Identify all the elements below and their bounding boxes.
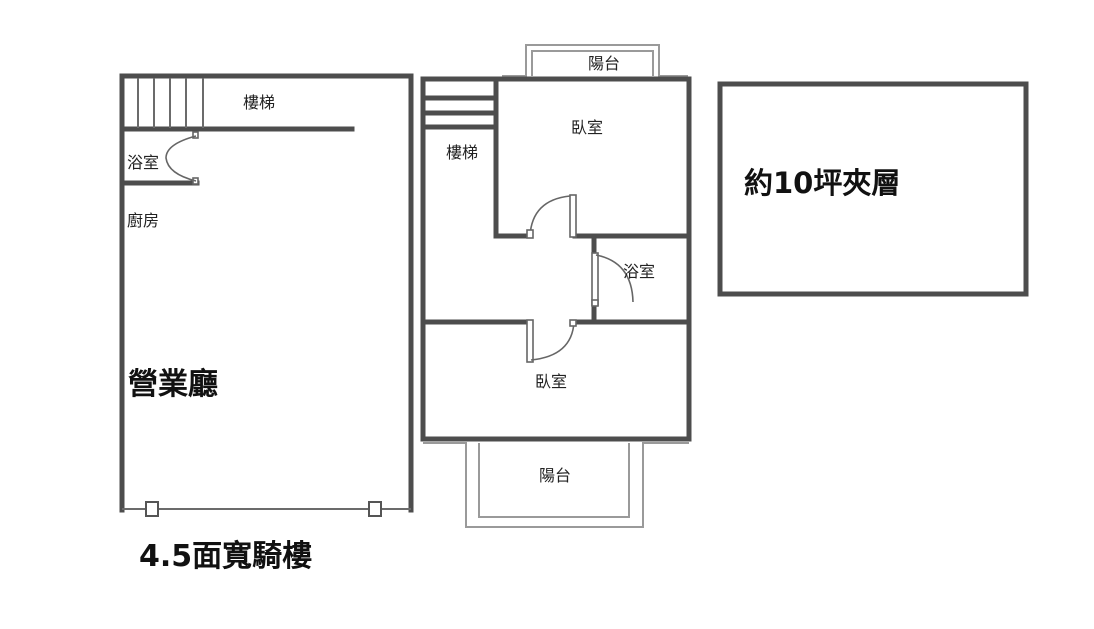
floor2-bedroom-top-wall: [493, 76, 692, 239]
floor1-stair-treads: [137, 78, 204, 128]
floor2-top-balcony-inner: [531, 50, 654, 76]
floor1-kitchen-label: 廚房: [127, 211, 159, 230]
floor2-bedroom-top-label: 臥室: [571, 118, 603, 137]
floor2-top-balcony-outline: [502, 44, 688, 77]
mezzanine-box: [717, 81, 1029, 297]
floor2-plan: [420, 44, 692, 528]
floor1-hall-label: 營業廳: [128, 367, 218, 402]
floor2-bottom-balcony-inner: [478, 443, 630, 518]
floor2-stairs-label: 樓梯: [446, 143, 478, 162]
floor2-bedroom-bottom-door: [526, 319, 577, 363]
floor1-stairs-label: 樓梯: [243, 93, 275, 112]
floor1-bath-door: [165, 131, 199, 185]
floor1-bath-label: 浴室: [127, 153, 159, 172]
mezzanine-label: 約10坪夾層: [744, 166, 900, 200]
floor2-stair-treads: [420, 95, 499, 130]
floor2-bottom-balcony-label: 陽台: [539, 466, 571, 485]
floor1-front-column-right: [368, 501, 382, 517]
frontage-caption: 4.5面寬騎樓: [139, 539, 312, 574]
floor2-bedroom-bottom-label: 臥室: [535, 372, 567, 391]
floor2-bath-label: 浴室: [623, 262, 655, 281]
floor2-top-balcony-label: 陽台: [588, 54, 620, 73]
floor2-bedroom-top-door: [526, 194, 577, 239]
floor2-outer-wall: [420, 76, 692, 442]
floor1-front-column-left: [145, 501, 159, 517]
floor2-bath-door: [591, 252, 634, 307]
floor1-outer-wall: [119, 73, 414, 513]
floor2-bottom-balcony-outline: [423, 442, 689, 528]
floor1-plan: [119, 73, 414, 517]
